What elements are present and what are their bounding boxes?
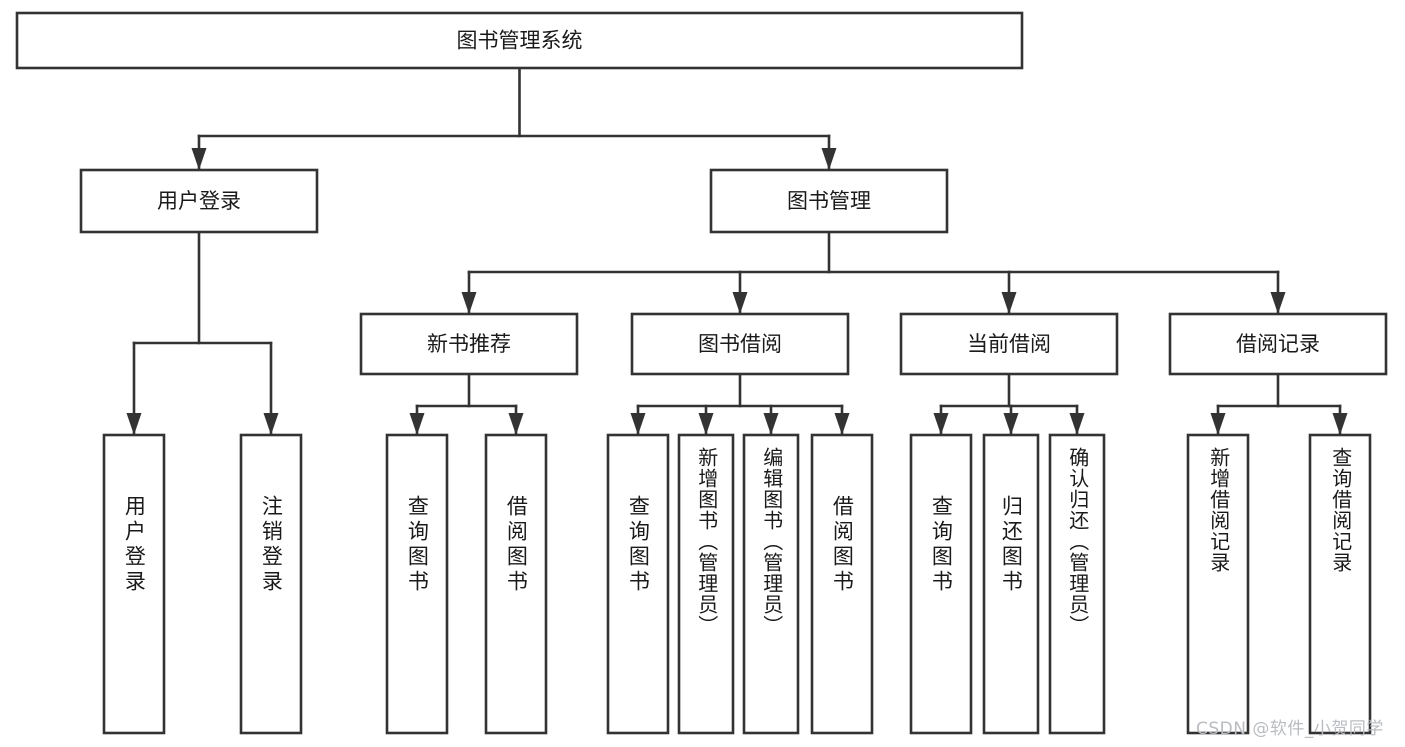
leaf-box-10[interactable]: [1048, 433, 1106, 735]
root-box-0[interactable]: [15, 11, 1024, 70]
bookmgmt-to-level3-arrow-3: [1270, 292, 1286, 314]
bookmgmt-to-level3-arrow-2: [1001, 292, 1017, 314]
level2-box-1[interactable]: [709, 168, 949, 234]
connector-lines: [126, 66, 1348, 437]
level3-label-0: 新书推荐: [427, 332, 511, 356]
userlogin-to-leaves-arrow-0: [126, 413, 142, 435]
leaf-box-5[interactable]: [677, 433, 735, 735]
current-to-leaves-arrow-1: [1003, 413, 1019, 435]
level3-box-2[interactable]: [899, 312, 1119, 376]
level2-box-0[interactable]: [79, 168, 319, 234]
bookmgmt-to-level3-arrow-0: [461, 292, 477, 314]
record-to-leaves-arrow-0: [1210, 413, 1226, 435]
leaf-box-1[interactable]: [239, 433, 303, 735]
leaf-box-2[interactable]: [385, 433, 449, 735]
borrow-to-leaves-arrow-3: [834, 413, 850, 435]
bookmgmt-to-level3-arrow-1: [732, 292, 748, 314]
level3-box-3[interactable]: [1168, 312, 1388, 376]
leaf-box-11[interactable]: [1186, 433, 1250, 735]
newbook-to-leaves-arrow-1: [508, 413, 524, 435]
level2-label-0: 用户登录: [157, 189, 241, 213]
leaf-box-12[interactable]: [1308, 433, 1372, 735]
node-boxes: [15, 11, 1388, 735]
level3-box-0[interactable]: [359, 312, 579, 376]
level3-label-2: 当前借阅: [967, 332, 1051, 356]
root-to-level2-arrow-1: [821, 148, 837, 170]
record-to-leaves-arrow-1: [1332, 413, 1348, 435]
borrow-to-leaves-arrow-2: [763, 413, 779, 435]
level3-box-1[interactable]: [630, 312, 850, 376]
level3-label-3: 借阅记录: [1236, 332, 1320, 356]
newbook-to-leaves-arrow-0: [409, 413, 425, 435]
root-to-level2-arrow-0: [191, 148, 207, 170]
current-to-leaves-arrow-0: [933, 413, 949, 435]
root-label-0: 图书管理系统: [457, 29, 583, 53]
leaf-box-8[interactable]: [909, 433, 973, 735]
watermark-text: CSDN @软件_小贺同学: [1196, 719, 1384, 739]
leaf-box-6[interactable]: [742, 433, 800, 735]
borrow-to-leaves-arrow-1: [698, 413, 714, 435]
leaf-box-9[interactable]: [982, 433, 1040, 735]
current-to-leaves-arrow-2: [1069, 413, 1085, 435]
leaf-box-3[interactable]: [484, 433, 548, 735]
leaf-box-4[interactable]: [606, 433, 670, 735]
userlogin-to-leaves-arrow-1: [263, 413, 279, 435]
leaf-box-7[interactable]: [810, 433, 874, 735]
leaf-box-0[interactable]: [102, 433, 166, 735]
level3-label-1: 图书借阅: [698, 332, 782, 356]
borrow-to-leaves-arrow-0: [630, 413, 646, 435]
level2-label-1: 图书管理: [787, 189, 871, 213]
